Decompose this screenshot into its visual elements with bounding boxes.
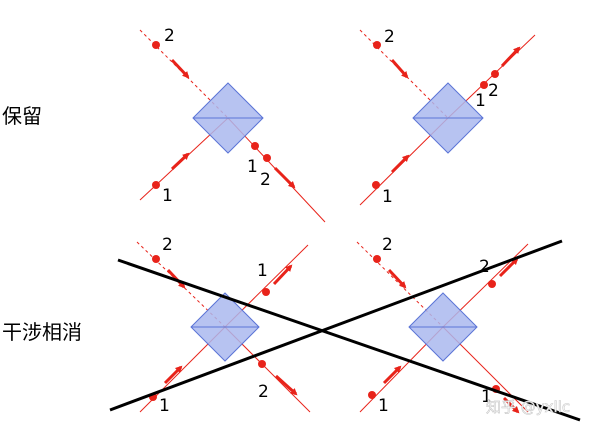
photon-label-2: 2	[384, 27, 395, 47]
panel-top-right: 2 1 1 2	[359, 27, 536, 207]
photon-1-out-dot	[488, 280, 496, 288]
photon-1-dot	[372, 181, 380, 189]
photon-2-dot	[373, 41, 381, 49]
row-label-keep: 保留	[2, 104, 42, 128]
photon-1-arrow	[382, 365, 402, 385]
photon-out-label-2: 2	[258, 382, 269, 402]
photon-1-arrow	[163, 365, 183, 385]
photon-2-dot	[152, 41, 160, 49]
photon-2-arrow	[387, 268, 407, 289]
panel-bottom-right: 2 1 2 1	[356, 235, 529, 416]
photon-label-1: 1	[162, 186, 173, 206]
photon-label-2: 2	[164, 26, 175, 46]
photon-1-out-arrow	[498, 257, 519, 278]
photon-out-dot-2	[263, 154, 271, 162]
photon-1-dot	[368, 391, 376, 399]
photon-2-out-arrow	[274, 374, 298, 396]
photon-out-dot-2	[491, 70, 499, 78]
photon-2-dot	[152, 255, 160, 263]
photon-2-arrow	[170, 58, 190, 79]
photon-out-label-1: 1	[475, 91, 486, 111]
panel-top-left: 2 1 1 2	[139, 26, 326, 223]
photon-out-label-1: 1	[481, 387, 492, 407]
photon-out-label-2: 2	[479, 257, 490, 277]
watermark: 知乎 @yxllc	[486, 398, 570, 416]
photon-out-label-1: 1	[247, 157, 258, 177]
photon-2-arrow	[390, 59, 409, 79]
photon-out-label-2: 2	[260, 170, 271, 190]
cancel-line-ascending	[109, 239, 563, 412]
photon-label-1: 1	[382, 187, 393, 207]
photon-label-1: 1	[159, 396, 170, 416]
photon-1-dot	[152, 181, 160, 189]
photon-label-1: 1	[378, 396, 389, 416]
photon-out-arrow	[273, 166, 296, 189]
photon-out-label-1: 1	[257, 261, 268, 281]
cancel-line-descending	[117, 258, 581, 422]
photon-out-arrow	[500, 46, 521, 68]
photon-2-dot	[373, 255, 381, 263]
photon-1-arrow	[390, 154, 410, 174]
photon-2-out-arrow	[502, 396, 520, 414]
photon-out-label-2: 2	[488, 81, 499, 101]
photon-2-out-dot	[258, 360, 266, 368]
photon-label-2: 2	[382, 235, 393, 255]
photon-1-out-arrow	[272, 264, 293, 286]
photon-label-2: 2	[162, 235, 173, 255]
photon-1-out-dot	[262, 288, 270, 296]
photon-1-arrow	[170, 152, 190, 171]
photon-out-dot-1	[480, 81, 488, 89]
row-label-destructive-interference: 干涉相消	[2, 320, 82, 344]
photon-out-dot-1	[251, 142, 259, 150]
